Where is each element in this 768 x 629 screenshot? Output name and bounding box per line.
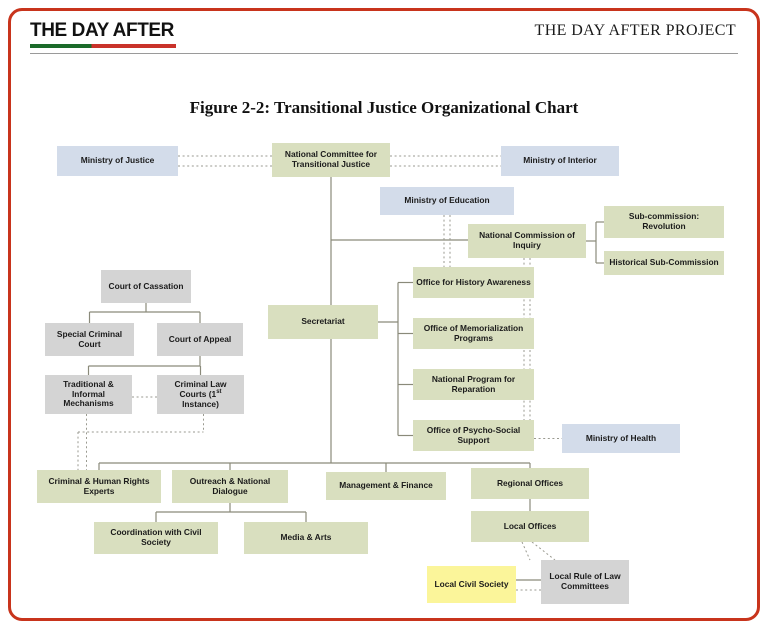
node-label: National Committee for Transitional Just… [284, 149, 378, 169]
edge-lo-lcs [521, 541, 531, 561]
node-criminal-law-courts[interactable]: Criminal Law Courts (1st Instance) [157, 375, 244, 414]
node-outreach-national-dialogue[interactable]: Outreach & National Dialogue [172, 470, 288, 503]
figure-title: Figure 2-2: Transitional Justice Organiz… [189, 98, 579, 117]
node-label: Outreach & National Dialogue [189, 475, 271, 496]
node-label: Office of Memorialization Programs [423, 322, 524, 343]
node-label: Historical Sub-Commission [609, 257, 719, 268]
node-national-commission-inquiry[interactable]: National Commission of Inquiry [468, 224, 586, 258]
node-label: Court of Appeal [168, 333, 232, 344]
node-label: Criminal & Human Rights Experts [48, 475, 150, 496]
node-label: Office of Psycho-Social Support [426, 424, 521, 445]
node-label: National Commission of Inquiry [479, 230, 575, 250]
brand-logo: THE DAY AFTER [30, 20, 175, 41]
node-national-committee[interactable]: National Committee for Transitional Just… [272, 143, 390, 177]
node-office-memorialization[interactable]: Office of Memorialization Programs [413, 318, 534, 349]
node-ministry-of-interior[interactable]: Ministry of Interior [501, 146, 619, 176]
node-label: Ministry of Interior [523, 155, 597, 166]
page-border [8, 8, 760, 621]
node-ministry-of-health[interactable]: Ministry of Health [562, 424, 680, 453]
node-secretariat[interactable]: Secretariat [268, 305, 378, 339]
node-label: Ministry of Justice [80, 155, 155, 166]
node-ministry-of-justice[interactable]: Ministry of Justice [57, 146, 178, 176]
node-label: National Program for Reparation [431, 373, 516, 394]
node-court-of-cassation[interactable]: Court of Cassation [101, 270, 191, 303]
node-media-arts[interactable]: Media & Arts [244, 522, 368, 554]
node-label: Office for History Awareness [416, 276, 531, 287]
node-label: Sub-commission: Revolution [628, 211, 700, 231]
node-traditional-informal[interactable]: Traditional & Informal Mechanisms [45, 375, 132, 414]
node-local-offices[interactable]: Local Offices [471, 511, 589, 542]
node-court-of-appeal[interactable]: Court of Appeal [157, 323, 243, 356]
node-special-criminal-court[interactable]: Special Criminal Court [45, 323, 134, 356]
node-ministry-of-education[interactable]: Ministry of Education [380, 187, 514, 215]
node-label: Media & Arts [280, 532, 332, 543]
node-label: Regional Offices [496, 477, 564, 488]
node-local-rule-of-law[interactable]: Local Rule of Law Committees [541, 560, 629, 604]
page-header: THE DAY AFTER THE DAY AFTER PROJECT [30, 20, 738, 58]
node-coordination-civil-society[interactable]: Coordination with Civil Society [94, 522, 218, 554]
node-historical-sub-commission[interactable]: Historical Sub-Commission [604, 251, 724, 275]
node-regional-offices[interactable]: Regional Offices [471, 468, 589, 499]
node-national-program-reparation[interactable]: National Program for Reparation [413, 369, 534, 400]
node-label: Local Civil Society [434, 578, 509, 589]
node-label: Court of Cassation [108, 280, 184, 291]
node-label: Ministry of Education [404, 195, 490, 206]
header-divider [30, 53, 738, 54]
node-label: Traditional & Informal Mechanisms [63, 379, 114, 409]
node-office-history-awareness[interactable]: Office for History Awareness [413, 267, 534, 298]
node-local-civil-society[interactable]: Local Civil Society [427, 566, 516, 603]
node-label: Ministry of Health [585, 432, 657, 443]
edge-lo-lrl [531, 541, 556, 561]
node-criminal-human-rights[interactable]: Criminal & Human Rights Experts [37, 470, 161, 503]
node-label: Secretariat [301, 316, 345, 327]
node-sub-commission-revolution[interactable]: Sub-commission: Revolution [604, 206, 724, 238]
node-label: Management & Finance [339, 480, 433, 491]
brand-logo-underline [30, 44, 176, 48]
node-label: Criminal Law Courts (1st Instance) [174, 378, 227, 409]
node-label: Local Rule of Law Committees [549, 571, 621, 591]
node-label: Local Offices [503, 520, 557, 531]
node-management-finance[interactable]: Management & Finance [326, 472, 446, 500]
node-label: Coordination with Civil Society [110, 527, 202, 547]
project-title: THE DAY AFTER PROJECT [534, 22, 736, 39]
node-label: Special Criminal Court [56, 328, 123, 349]
node-office-psycho-social[interactable]: Office of Psycho-Social Support [413, 420, 534, 451]
